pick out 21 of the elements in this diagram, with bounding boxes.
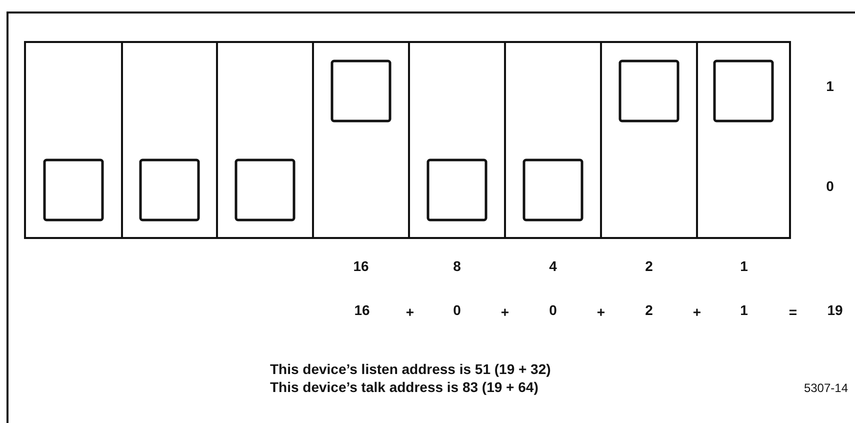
sum-term: + xyxy=(406,304,414,320)
sum-term: + xyxy=(596,304,606,320)
sum-term: 2 xyxy=(645,302,653,318)
bit-weight-label: 1 xyxy=(740,258,748,274)
sum-term: 0 xyxy=(453,302,461,318)
bit-weight-label: 2 xyxy=(645,258,653,274)
position-label: 1 xyxy=(826,78,834,94)
sum-term: + xyxy=(692,304,702,320)
sum-term: 19 xyxy=(827,302,843,318)
sum-term: = xyxy=(788,304,798,320)
sum-term: 0 xyxy=(549,302,557,318)
bit-weight-label: 4 xyxy=(549,258,557,274)
figure-number: 5307-14 xyxy=(804,380,848,396)
sum-term: + xyxy=(500,304,510,320)
bit-weight-label: 8 xyxy=(453,258,461,274)
note-text: This device’s talk address is 83 (19 + 64) xyxy=(270,379,538,395)
position-label: 0 xyxy=(826,178,834,194)
sum-term: 1 xyxy=(740,302,748,318)
sum-term: 16 xyxy=(354,302,370,318)
bit-weight-label: 16 xyxy=(353,258,369,274)
note-text: This device’s listen address is 51 (19 + 32) xyxy=(270,361,551,377)
